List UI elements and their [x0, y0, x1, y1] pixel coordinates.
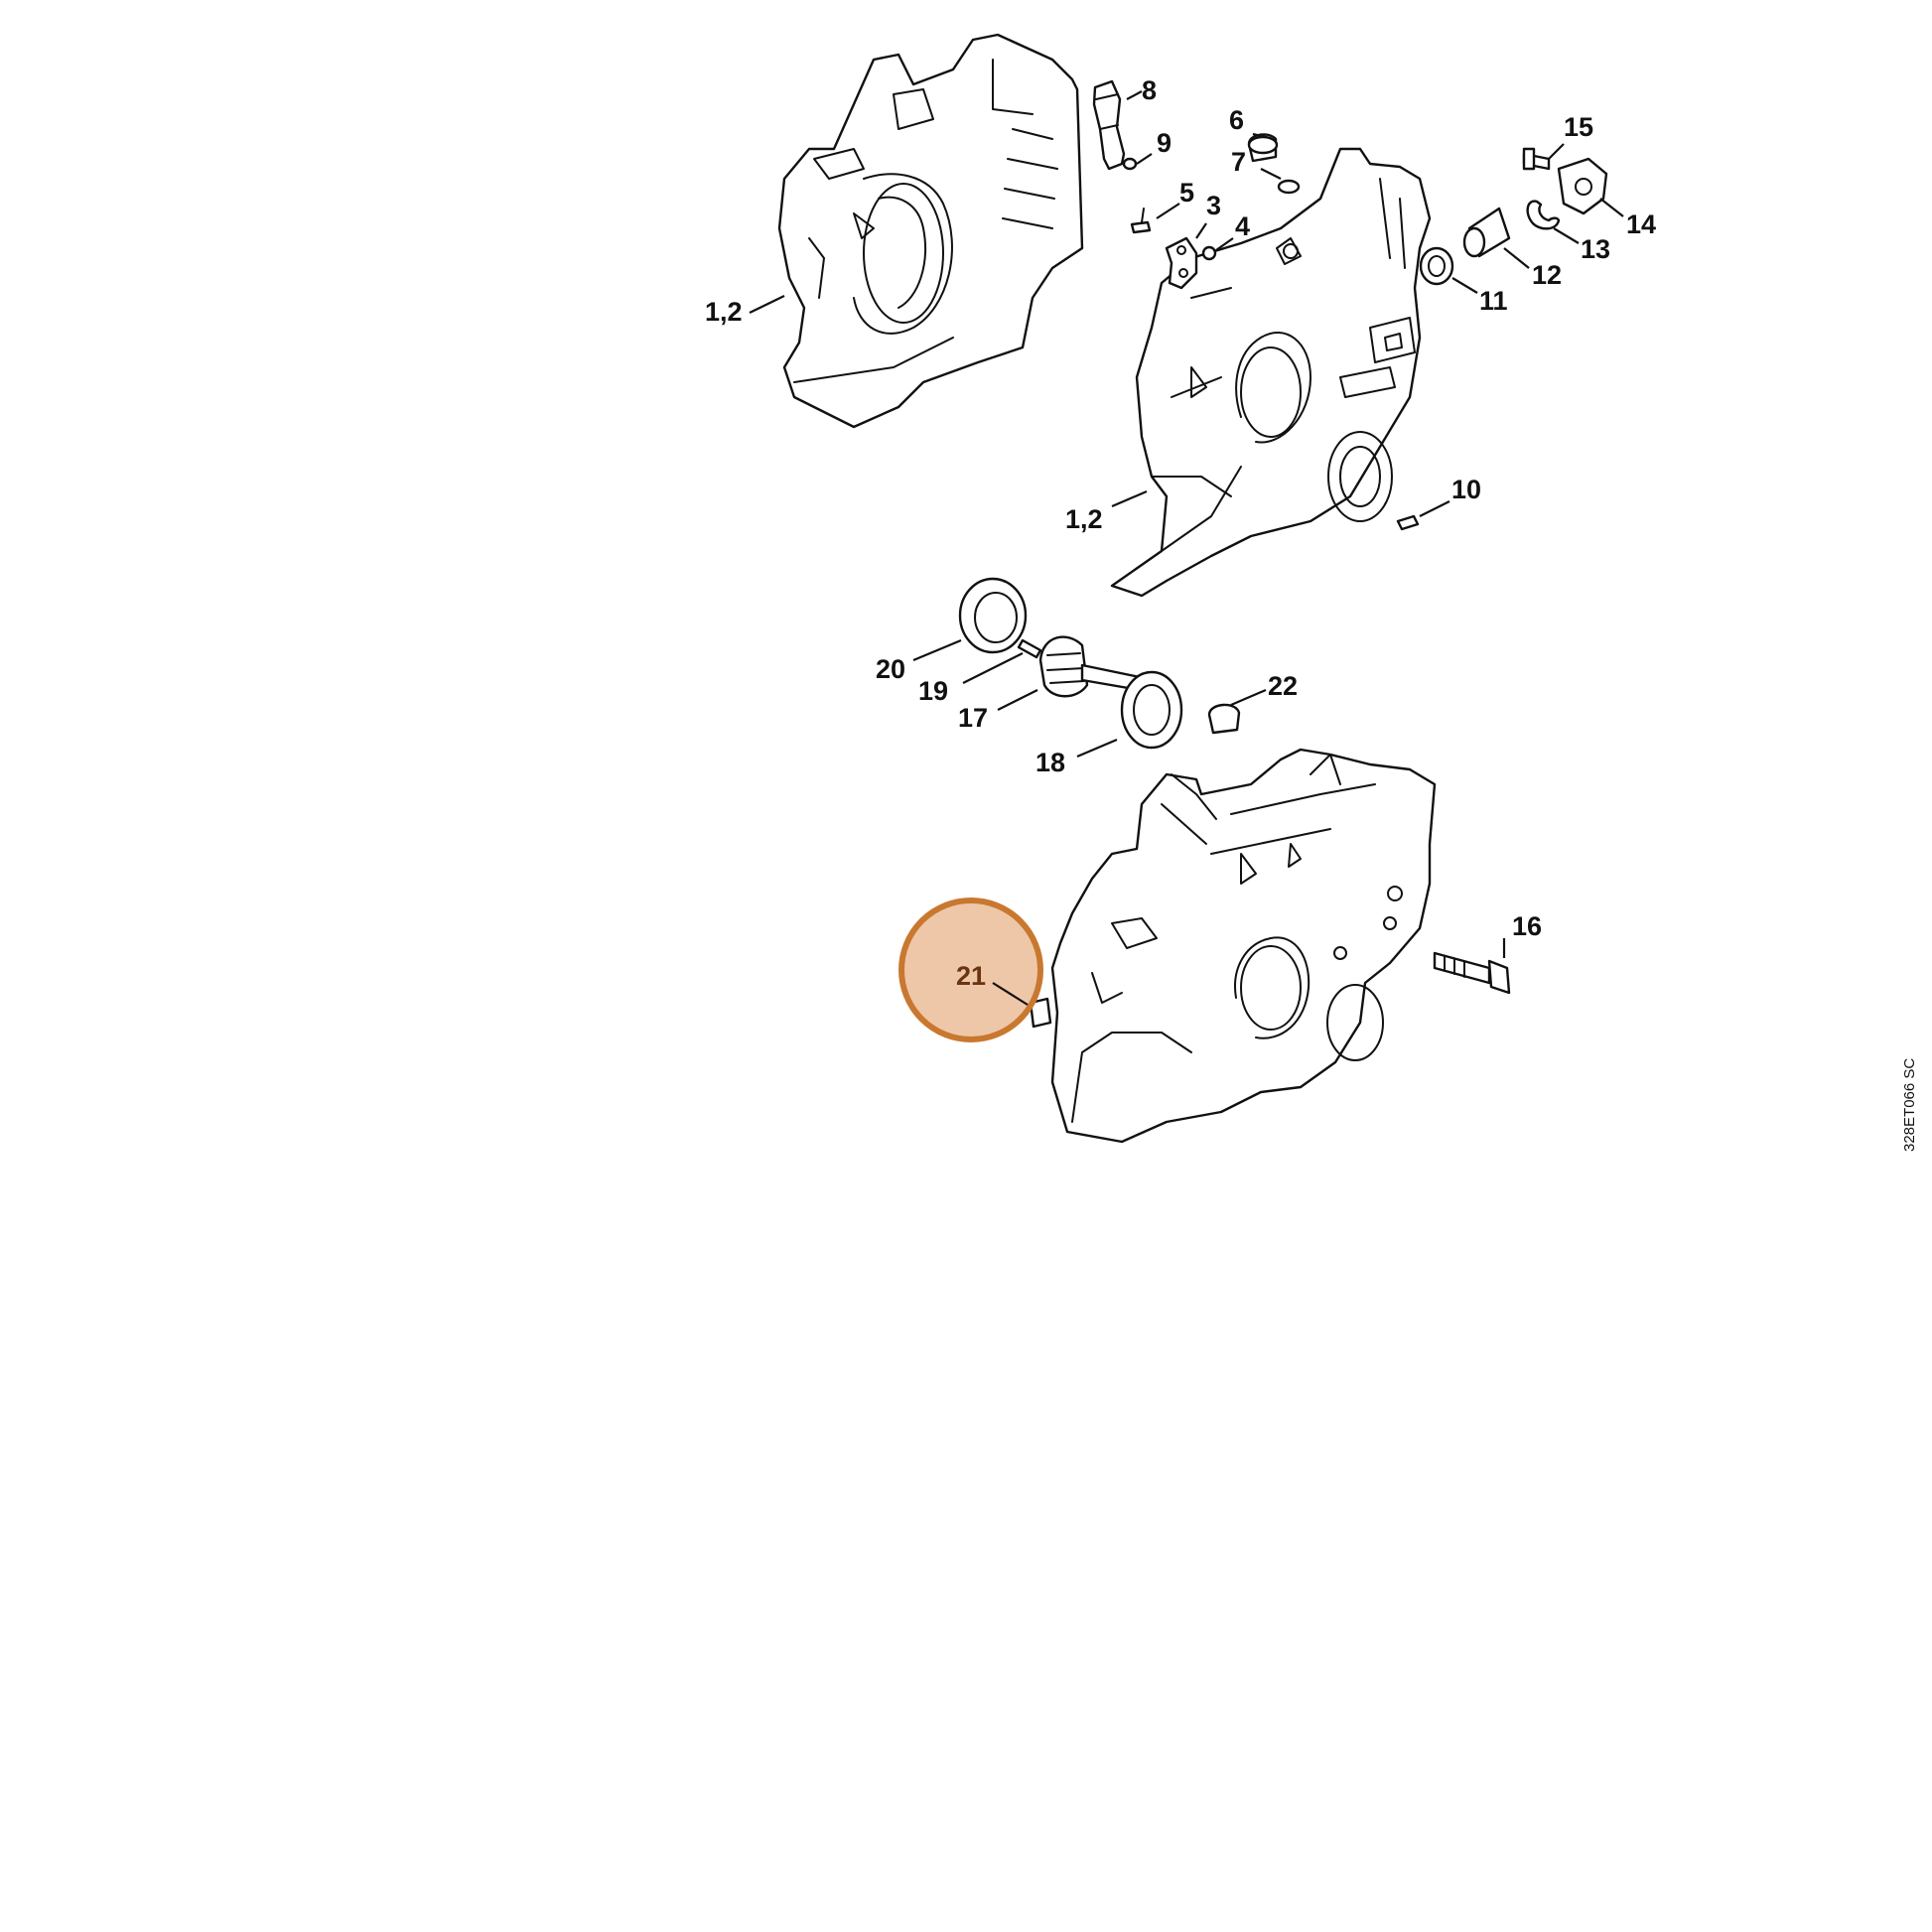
callout-label: 17 — [958, 703, 988, 733]
part-17-worm[interactable] — [1038, 635, 1142, 698]
callout-label: 3 — [1206, 191, 1221, 220]
part-11-ring[interactable] — [1419, 246, 1454, 286]
part-9-o-ring[interactable] — [1122, 157, 1138, 171]
callout-label: 6 — [1229, 105, 1244, 135]
part-13-circlip[interactable] — [1526, 200, 1561, 230]
part-20-seal-ring[interactable] — [958, 577, 1028, 654]
crankcase-lower[interactable] — [1050, 748, 1437, 1144]
part-15-screw[interactable] — [1522, 147, 1551, 171]
part-5-screw[interactable] — [1130, 207, 1152, 234]
drawing-code: 328ET066 SC — [1901, 1058, 1918, 1152]
callout-label: 12 — [1532, 260, 1562, 290]
callout-label: 22 — [1268, 671, 1298, 701]
callout-label: 1,2 — [1065, 504, 1103, 534]
callout-label: 13 — [1581, 234, 1610, 264]
callout-label: 14 — [1626, 209, 1656, 239]
part-14-bracket[interactable] — [1557, 157, 1608, 215]
callout-label: 8 — [1142, 75, 1157, 105]
part-3-plate[interactable] — [1165, 236, 1198, 290]
callout-label: 1,2 — [705, 297, 743, 327]
callout-labels: 1,2 8 9 6 7 5 3 4 15 14 13 12 11 1,2 10 … — [705, 75, 1656, 991]
leader-lines — [749, 90, 1624, 1006]
callout-label: 11 — [1479, 286, 1508, 316]
part-10-screw[interactable] — [1396, 514, 1420, 531]
crankcase-half-left-upper[interactable] — [777, 33, 1084, 429]
callout-label: 9 — [1157, 128, 1172, 158]
part-16-bolt[interactable] — [1433, 951, 1511, 995]
callout-label: 16 — [1512, 911, 1542, 941]
part-19-pin[interactable] — [1017, 638, 1042, 659]
callout-label: 20 — [876, 654, 905, 684]
part-8-sleeve[interactable] — [1092, 79, 1126, 171]
callout-label: 19 — [918, 676, 948, 706]
callout-label: 10 — [1451, 475, 1481, 504]
part-4-nut[interactable] — [1201, 245, 1217, 261]
callout-label: 7 — [1231, 147, 1246, 177]
callout-label: 15 — [1564, 112, 1593, 142]
callout-label: 5 — [1179, 178, 1194, 207]
part-21-plug[interactable] — [1029, 997, 1052, 1029]
highlight-ring — [898, 897, 1043, 1042]
callout-label: 18 — [1035, 748, 1065, 777]
part-6-plug[interactable] — [1247, 133, 1279, 163]
part-18-washer[interactable] — [1120, 670, 1183, 750]
part-7-o-ring[interactable] — [1277, 179, 1301, 195]
part-12-bushing[interactable] — [1462, 207, 1511, 258]
callout-label-highlighted: 21 — [956, 961, 986, 991]
callout-label: 4 — [1235, 211, 1250, 241]
part-22-cap[interactable] — [1207, 703, 1241, 735]
